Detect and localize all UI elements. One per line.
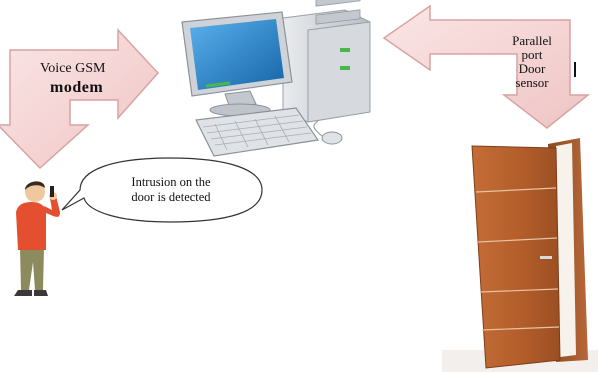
- computer-icon: [182, 0, 370, 156]
- person-phone-icon: [14, 181, 60, 296]
- door-label-line3: Door: [497, 62, 567, 76]
- bubble-line1: Intrusion on the: [96, 175, 246, 190]
- door-label-line1: Parallel: [497, 34, 567, 48]
- gsm-arrow-label-line2: modem: [50, 80, 103, 97]
- door-label-line4: sensor: [497, 76, 567, 90]
- door-icon: [442, 138, 598, 372]
- gsm-modem-arrow: [0, 30, 158, 168]
- gsm-arrow-label-line1: Voice GSM: [40, 62, 105, 77]
- door-label-line2: port: [497, 48, 567, 62]
- sensor-marker: [574, 62, 576, 77]
- door-sensor-arrow-label: Parallel port Door sensor: [497, 34, 567, 90]
- bubble-line2: door is detected: [96, 190, 246, 205]
- speech-bubble-text: Intrusion on the door is detected: [96, 175, 246, 205]
